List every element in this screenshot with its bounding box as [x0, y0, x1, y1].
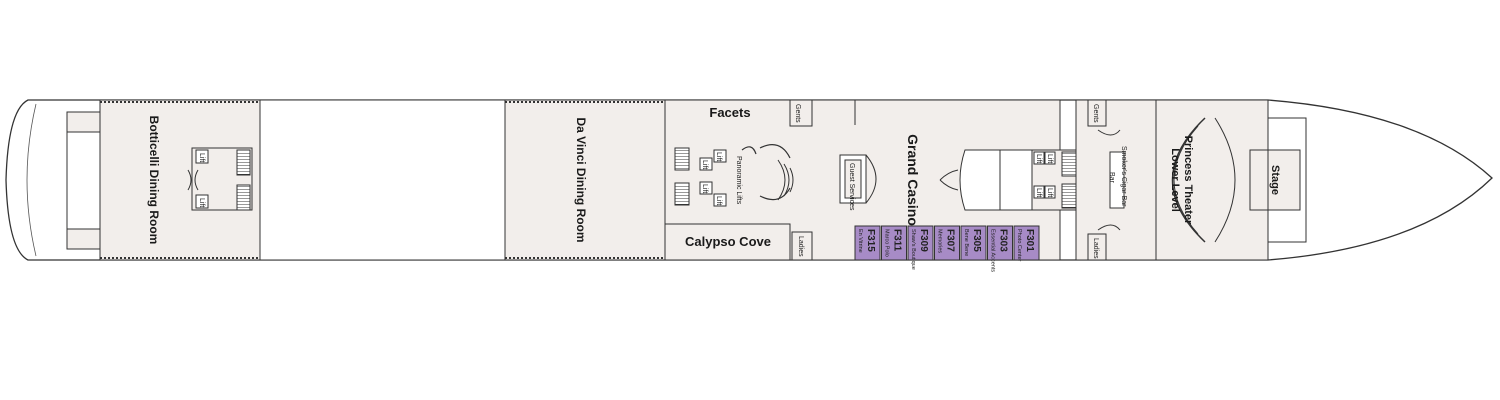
stage-label: Stage: [1269, 165, 1281, 195]
panoramic-stairs-1: [674, 147, 690, 171]
stern-room-upper: [66, 111, 101, 133]
panoramic-lifts-label: Panoramic Lifts: [735, 156, 742, 205]
shop-f309[interactable]: [907, 225, 934, 261]
smokers-curves: [1097, 129, 1121, 231]
backstage-box: [1267, 117, 1307, 243]
shop-code: F315: [865, 229, 876, 252]
lift-label-5: Lift: [701, 184, 708, 193]
guest-services-label: Guest Services: [848, 163, 855, 211]
casino-lift-1[interactable]: [1033, 151, 1045, 165]
galley-area: [259, 99, 506, 261]
grand-casino-label: Grand Casino: [905, 134, 921, 226]
ladies-label-2: Ladies: [1092, 238, 1099, 259]
theater-stage-curve: [1214, 117, 1236, 243]
casino-lift-3[interactable]: [1033, 185, 1045, 199]
shop-name: Shaw's Boutique: [910, 229, 916, 270]
theater-label-1: Princess Theater: [1182, 136, 1194, 225]
shop-name: Essential Accents: [990, 229, 996, 272]
smokers-bar-outline: [1109, 151, 1125, 209]
lift-label-7: Lift: [1035, 154, 1042, 163]
theater-seating-arc: [1171, 117, 1206, 243]
shop-name: En Vitrine: [857, 229, 863, 253]
facets-label: Facets: [709, 105, 750, 120]
shop-f307[interactable]: [934, 225, 960, 261]
botticelli-stair-curve: [187, 169, 199, 191]
atrium-stair-curves: [741, 144, 791, 201]
shop-name: Memories: [937, 229, 943, 253]
lift-label-6: Lift: [715, 196, 722, 205]
shop-code: F305: [971, 229, 982, 252]
panoramic-lift-4[interactable]: [713, 193, 727, 207]
shop-code: F301: [1024, 229, 1035, 252]
lift-box-2[interactable]: [195, 194, 209, 209]
panoramic-lift-2[interactable]: [713, 149, 727, 163]
calypso-label: Calypso Cove: [685, 234, 771, 249]
casino-stairs-1: [1061, 151, 1077, 177]
lift-label-4: Lift: [715, 152, 722, 161]
smokers-bar-label: Smoker's Cigar Bar: [1120, 146, 1127, 207]
lift-label-3: Lift: [701, 160, 708, 169]
guest-services-inner: [844, 159, 862, 199]
casino-fan: [939, 169, 959, 191]
lift-label-2: Lift: [198, 198, 205, 207]
davinci-label: Da Vinci Dining Room: [574, 117, 588, 242]
casino-table-block-2: [999, 149, 1033, 211]
theater-label-2: Lower Level: [1169, 148, 1181, 212]
casino-stairs-2: [1061, 183, 1077, 209]
shop-name: Photo Center: [1016, 229, 1022, 262]
lift-label-9: Lift: [1035, 188, 1042, 197]
atrium-fan-stair: [777, 159, 794, 201]
shop-f303[interactable]: [987, 225, 1013, 261]
shop-code: F309: [918, 229, 929, 252]
panoramic-stairs-2: [674, 182, 690, 206]
lift-label-8: Lift: [1046, 154, 1053, 163]
gents-label-2: Gents: [1092, 104, 1099, 123]
gents-label-1: Gents: [794, 104, 801, 123]
shop-f301[interactable]: [1013, 225, 1040, 261]
ladies-label-1: Ladies: [797, 236, 804, 257]
shop-f315[interactable]: [854, 225, 881, 261]
shop-code: F303: [998, 229, 1009, 252]
calypso-cove[interactable]: [664, 223, 791, 261]
guest-services-curve: [865, 154, 877, 204]
ladies-room-2[interactable]: [1087, 233, 1107, 261]
ladies-room-1[interactable]: [791, 231, 813, 261]
panoramic-lift-3[interactable]: [699, 181, 713, 195]
panoramic-lift-1[interactable]: [699, 157, 713, 171]
shop-code: F307: [945, 229, 956, 252]
shop-code: F311: [892, 229, 903, 252]
casino-lift-4[interactable]: [1044, 185, 1056, 199]
casino-lift-2[interactable]: [1044, 151, 1056, 165]
shop-name: Marco Polo: [884, 229, 890, 257]
shop-f305[interactable]: [960, 225, 987, 261]
stage[interactable]: [1249, 149, 1301, 211]
shop-name: Bene Bene: [963, 229, 969, 256]
lift-label-10: Lift: [1046, 188, 1053, 197]
smokers-bar-sub: Bar: [1108, 172, 1115, 184]
lift-box-1[interactable]: [195, 149, 209, 164]
botticelli-stairs-2: [236, 184, 251, 211]
botticelli-label: Botticelli Dining Room: [147, 116, 161, 245]
davinci-dining-room[interactable]: [504, 99, 666, 261]
botticelli-stairs-1: [236, 149, 251, 176]
princess-theater[interactable]: [1155, 99, 1269, 261]
gents-room-2[interactable]: [1087, 99, 1107, 127]
hull-inner-line: [26, 103, 37, 257]
theater-seating-arc-inner: [1173, 125, 1199, 235]
lift-label-1: Lift: [198, 153, 205, 162]
stern-room-lower: [66, 228, 101, 250]
shop-f311[interactable]: [881, 225, 907, 261]
casino-table-block-1: [959, 149, 1001, 211]
